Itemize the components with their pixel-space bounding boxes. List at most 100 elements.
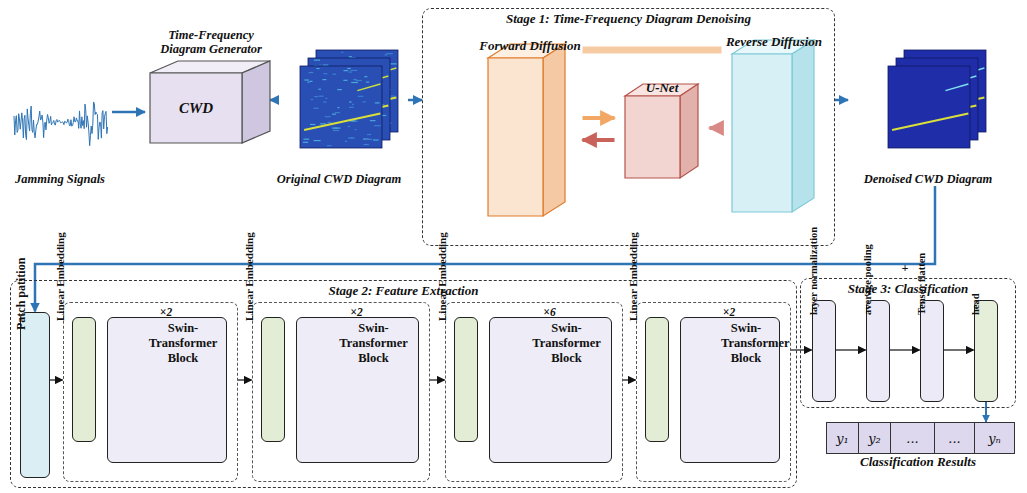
spectrogram-frame [904, 50, 986, 132]
noise-stroke [341, 128, 348, 129]
connector-arrow [944, 349, 974, 350]
noise-stroke [348, 137, 355, 138]
noise-stroke [350, 78, 355, 79]
signal-trace [312, 106, 388, 122]
reverse-diffusion-block: Reverse Diffusion [722, 32, 827, 240]
noise-stroke [343, 108, 347, 109]
vert-drawing [867, 301, 891, 403]
noise-stroke [314, 60, 320, 61]
noise-stroke [370, 120, 376, 121]
noise-stroke [320, 60, 327, 61]
connector-arrow [710, 126, 722, 130]
noise-stroke [326, 58, 328, 59]
noise-stroke [370, 116, 375, 117]
layer-box: Tensor flatten [920, 300, 944, 402]
noise-stroke [381, 115, 386, 116]
noise-stroke [366, 81, 369, 82]
noise-stroke [377, 122, 379, 123]
noise-stroke [345, 121, 351, 122]
patch-partition-box: Patch patition [20, 312, 50, 478]
connector-arrow [583, 47, 722, 54]
connector-arrow [270, 99, 277, 102]
rev-drawing [722, 32, 827, 240]
noise-stroke [348, 90, 352, 91]
result-cell: y₂ [858, 422, 891, 454]
signal-trace [900, 106, 976, 122]
node-label: Swin-Transformer Block [721, 321, 771, 460]
swin-block: Swin-Transformer Block [489, 317, 612, 463]
stage-title: Stage 3: Classification [801, 282, 1015, 297]
repeat-group: ×2Linear EmbeddingSwin-Transformer Block [636, 302, 791, 482]
noise-stroke [328, 82, 330, 83]
node-label: Reverse Diffusion [722, 35, 827, 240]
noise-stroke [360, 104, 363, 105]
node-label: average pooling [861, 293, 872, 315]
noise-stroke [372, 81, 376, 82]
le-drawing [455, 318, 479, 443]
noise-stroke [314, 96, 318, 97]
noise-stroke [374, 113, 377, 114]
noise-stroke [337, 89, 342, 90]
noise-stroke [363, 69, 368, 70]
signal-trace [892, 114, 968, 130]
noise-stroke [339, 107, 346, 108]
block-face [488, 58, 543, 216]
noise-stroke [336, 114, 339, 115]
noise-stroke [374, 125, 381, 126]
node-label: Patch patition [13, 302, 28, 330]
node-label: Denoised CWD Diagram [848, 172, 1008, 186]
vert-drawing [975, 301, 999, 403]
noise-stroke [377, 103, 382, 104]
noise-stroke [370, 108, 376, 109]
spectrogram-frame [308, 58, 390, 140]
noise-stroke [313, 67, 318, 68]
noise-stroke [383, 123, 386, 124]
noise-stroke [350, 137, 353, 138]
noise-stroke [341, 52, 343, 53]
noise-stroke [345, 141, 347, 142]
node-label: Original CWD Diagram [270, 172, 408, 186]
noise-stroke [343, 80, 347, 81]
connector-arrow [112, 111, 145, 114]
node-label: Time-Frequency Diagram Generator [145, 28, 277, 57]
unet-drawing [615, 78, 710, 206]
noise-stroke [349, 107, 354, 108]
le-drawing [262, 318, 286, 443]
noise-stroke [349, 56, 352, 57]
noise-stroke [336, 75, 341, 76]
forward-diffusion-block: Forward Diffusion [478, 36, 583, 244]
noise-stroke [328, 90, 333, 91]
noise-stroke [320, 123, 326, 124]
connector-arrow [430, 379, 445, 380]
result-cell: yₙ [974, 422, 1015, 454]
noise-stroke [325, 110, 329, 111]
connector-arrow [50, 379, 63, 380]
node-label: Forward Diffusion [478, 39, 583, 244]
result-cell: y₁ [826, 422, 859, 454]
noise-stroke [318, 131, 323, 132]
noise-stroke [350, 57, 356, 58]
noise-stroke [352, 104, 354, 105]
noise-stroke [351, 133, 356, 134]
noise-stroke [323, 65, 329, 66]
noise-stroke [310, 81, 313, 82]
noise-stroke [370, 65, 373, 66]
node-label: ... [906, 431, 918, 446]
noise-stroke [322, 76, 325, 77]
noise-stroke [334, 68, 339, 69]
spectrogram-frame [316, 50, 398, 132]
node-label: Swin-Transformer Block [530, 321, 603, 460]
noise-stroke [323, 101, 327, 102]
noise-stroke [336, 122, 338, 123]
noise-stroke [332, 127, 337, 128]
noise-stroke [358, 96, 363, 97]
node-label: ... [948, 431, 960, 446]
noise-stroke [320, 75, 325, 76]
noise-stroke [349, 71, 355, 72]
noise-stroke [364, 144, 369, 145]
block-face [625, 96, 680, 178]
noise-stroke [304, 139, 310, 140]
linear-embedding-box: Linear Embedding [72, 317, 96, 442]
noise-stroke [334, 97, 337, 98]
spectrogram-frame [300, 66, 382, 148]
